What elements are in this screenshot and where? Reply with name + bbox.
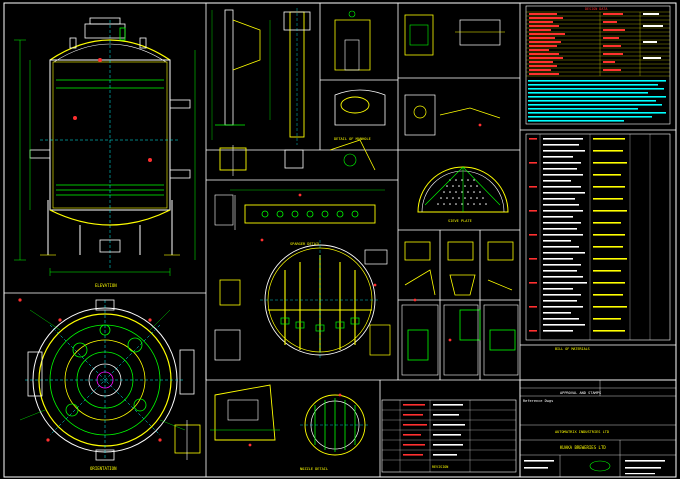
top-view-caption: ORIENTATION <box>90 466 117 471</box>
elevation-caption: ELEVATION <box>95 283 117 288</box>
client-name: KUAKA BREWERIES LTD <box>560 445 606 450</box>
revision-title: REVISION <box>432 465 448 469</box>
bom-title: BILL OF MATERIALS <box>555 347 590 351</box>
panel-dividers <box>4 3 676 477</box>
sheet-border <box>3 2 677 478</box>
sieve-plate-caption: SIEVE PLATE <box>448 219 472 223</box>
nozzle-caption: NOZZLE DETAIL <box>300 467 328 471</box>
red-markers <box>248 123 482 447</box>
company-logo <box>589 460 611 472</box>
approval-stamps-label: APPROVAL AND STAMPS <box>560 391 601 395</box>
revision-table: REVISION <box>381 399 517 473</box>
support-details: DETAIL OF MANHOLE <box>211 8 386 176</box>
vessel-top-view: ORIENTATION <box>18 298 195 471</box>
manhole-caption: DETAIL OF MANHOLE <box>334 137 371 141</box>
right-column-details: SIEVE PLATE <box>401 14 519 376</box>
sparger-detail: SPARGER DETAIL <box>214 189 391 361</box>
title-block: APPROVAL AND STAMPS Reference Dwgs AUTOM… <box>519 379 677 478</box>
vessel-elevation-view: ELEVATION <box>14 17 196 288</box>
design-data-table: DESIGN DATA <box>525 5 671 125</box>
design-data-title: DESIGN DATA <box>585 7 607 11</box>
reference-dwgs-label: Reference Dwgs <box>523 399 553 403</box>
sparger-caption: SPARGER DETAIL <box>290 242 320 246</box>
bill-of-materials-table: BILL OF MATERIALS <box>525 133 671 351</box>
company-name: AUTOMATRIX INDUSTRIES LTD <box>555 430 609 434</box>
nozzle-details: NOZZLE DETAIL <box>174 384 370 471</box>
